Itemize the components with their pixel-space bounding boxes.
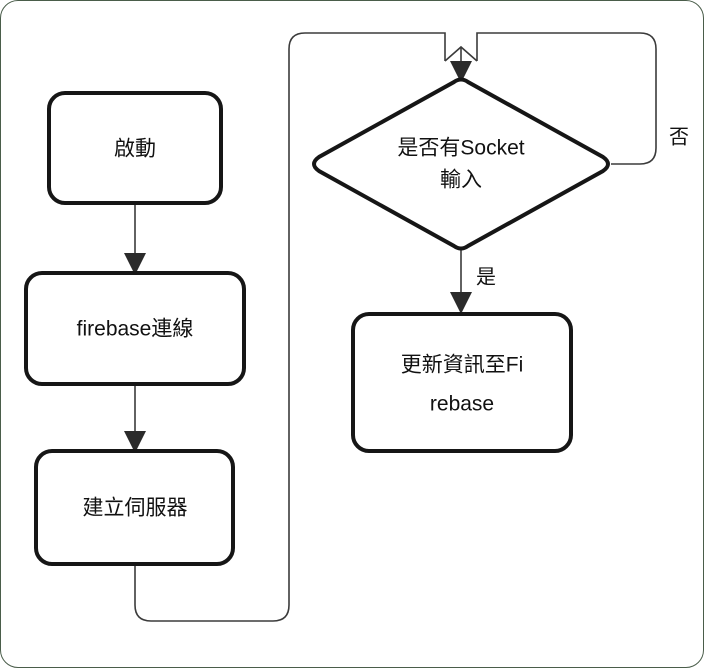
node-create-server[interactable] xyxy=(34,449,235,566)
node-update-firebase-label-line2: rebase xyxy=(430,393,494,416)
edge-label-yes: 是 xyxy=(476,266,496,288)
node-socket-decision-label-line1: 是否有Socket xyxy=(397,137,524,160)
arrow-head-update-firebase xyxy=(450,292,472,314)
node-start[interactable] xyxy=(47,91,223,205)
node-create-server-label: 建立伺服器 xyxy=(83,497,188,520)
arrow-head-firebase xyxy=(124,253,146,275)
node-start-label: 啟動 xyxy=(114,138,156,161)
node-socket-decision[interactable] xyxy=(312,77,610,251)
node-socket-decision-label-line2: 輸入 xyxy=(440,169,482,192)
edge-merge-join xyxy=(444,45,478,62)
node-firebase-connect-label: firebase連線 xyxy=(77,318,194,341)
node-firebase-connect[interactable] xyxy=(24,271,246,386)
edge-server-to-decision-path xyxy=(134,32,446,622)
arrow-head-create-server xyxy=(124,431,146,453)
edge-decision-no-path xyxy=(476,32,657,165)
node-update-firebase-label-line1: 更新資訊至Fi xyxy=(401,354,524,377)
arrow-head-decision-top xyxy=(450,61,472,83)
node-update-firebase[interactable] xyxy=(351,312,573,453)
edge-label-no: 否 xyxy=(669,126,689,148)
